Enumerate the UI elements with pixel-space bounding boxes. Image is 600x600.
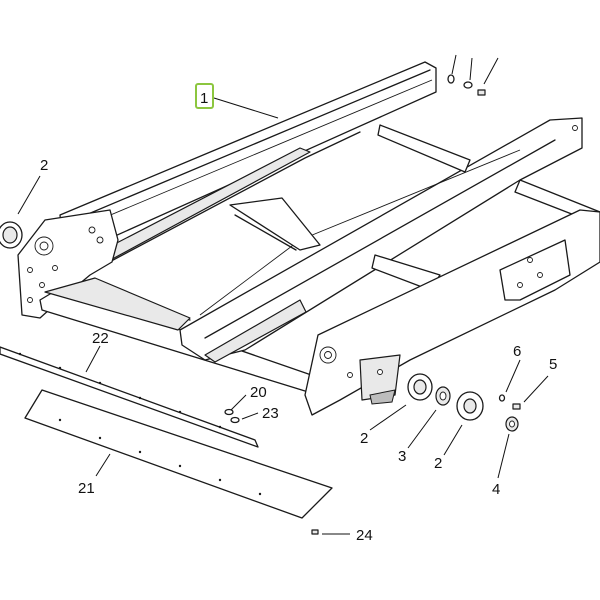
callout-2-mid[interactable]: 2	[360, 430, 368, 447]
callout-3[interactable]: 3	[398, 448, 406, 465]
callout-5[interactable]: 5	[549, 356, 557, 373]
bolt-5[interactable]	[512, 403, 521, 410]
left-side-plate[interactable]	[17, 209, 119, 319]
callout-20[interactable]: 20	[250, 384, 267, 401]
front-lower-beam[interactable]	[39, 277, 321, 396]
blade-plate-part[interactable]	[24, 389, 333, 519]
callout-6[interactable]: 6	[513, 343, 521, 360]
top-hardware[interactable]	[447, 74, 486, 96]
left-flange-bearing[interactable]	[0, 221, 23, 249]
callout-1[interactable]: 1	[200, 90, 208, 107]
callout-21[interactable]: 21	[78, 480, 95, 497]
callout-22[interactable]: 22	[92, 330, 109, 347]
rear-rail-part[interactable]	[59, 61, 437, 276]
callout-2-left[interactable]: 2	[40, 157, 48, 174]
callout-2-right[interactable]: 2	[434, 455, 442, 472]
callout-24[interactable]: 24	[356, 527, 373, 544]
callouts: 1 2 22 20 23 21 24 2 3 2 4 6 5	[40, 83, 557, 544]
callout-4[interactable]: 4	[492, 481, 500, 498]
bearing-3[interactable]	[435, 386, 451, 406]
washer-6[interactable]	[498, 394, 506, 402]
callout-23[interactable]: 23	[262, 405, 279, 422]
flange-2-right[interactable]	[456, 391, 484, 421]
washer-23[interactable]	[230, 416, 240, 424]
callout-1-highlight	[195, 83, 214, 109]
wear-strip-part[interactable]	[0, 346, 259, 448]
bolt-24[interactable]	[311, 529, 319, 535]
right-side-assembly[interactable]	[304, 209, 600, 416]
leader-lines	[17, 54, 549, 535]
flange-2-center[interactable]	[407, 373, 433, 401]
center-diagonal-beam[interactable]	[179, 117, 583, 363]
nut-4[interactable]	[505, 416, 519, 432]
washer-20[interactable]	[224, 408, 234, 416]
